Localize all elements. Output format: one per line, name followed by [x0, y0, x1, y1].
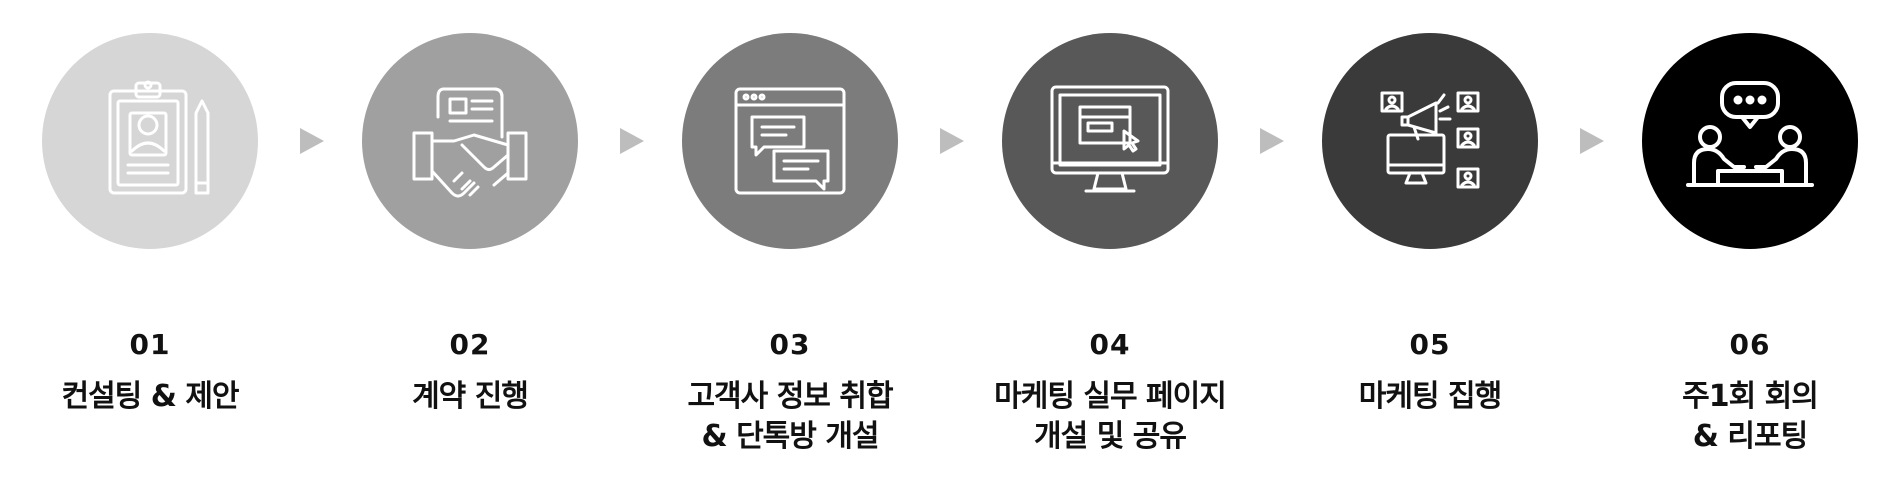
clipboard-resume-icon: [108, 80, 210, 195]
step-title: 컨설팅 & 제안: [61, 379, 239, 414]
step-6-circle: [1642, 33, 1858, 249]
step-5-label: 05 마케팅 집행: [1280, 327, 1580, 417]
arrow-2: [620, 128, 644, 154]
monitor-webpage-icon: [1050, 85, 1170, 193]
meeting-discussion-icon: [1686, 81, 1814, 187]
browser-chat-icon: [734, 87, 846, 195]
step-2-label: 02 계약 진행: [320, 327, 620, 417]
step-title: 마케팅 집행: [1358, 379, 1502, 414]
step-title: 고객사 정보 취합 & 단톡방 개설: [687, 379, 893, 454]
arrow-5: [1580, 128, 1604, 154]
arrow-3: [940, 128, 964, 154]
arrow-4: [1260, 128, 1284, 154]
step-number: 02: [449, 328, 491, 361]
step-4-circle: [1002, 33, 1218, 249]
arrow-1: [300, 128, 324, 154]
step-1-label: 01 컨설팅 & 제안: [0, 327, 300, 417]
step-title: 마케팅 실무 페이지 개설 및 공유: [994, 379, 1227, 454]
step-number: 05: [1409, 328, 1451, 361]
step-3-label: 03 고객사 정보 취합 & 단톡방 개설: [640, 327, 940, 457]
megaphone-marketing-icon: [1380, 91, 1480, 189]
step-title: 주1회 회의 & 리포팅: [1682, 379, 1819, 454]
step-2-circle: [362, 33, 578, 249]
step-5-circle: [1322, 33, 1538, 249]
step-number: 06: [1729, 328, 1771, 361]
step-3-circle: [682, 33, 898, 249]
step-4-label: 04 마케팅 실무 페이지 개설 및 공유: [960, 327, 1260, 457]
handshake-contract-icon: [412, 87, 528, 198]
step-number: 01: [129, 328, 171, 361]
step-6-label: 06 주1회 회의 & 리포팅: [1600, 327, 1877, 457]
step-number: 03: [769, 328, 811, 361]
step-1-circle: [42, 33, 258, 249]
step-number: 04: [1089, 328, 1131, 361]
step-title: 계약 진행: [412, 379, 529, 414]
